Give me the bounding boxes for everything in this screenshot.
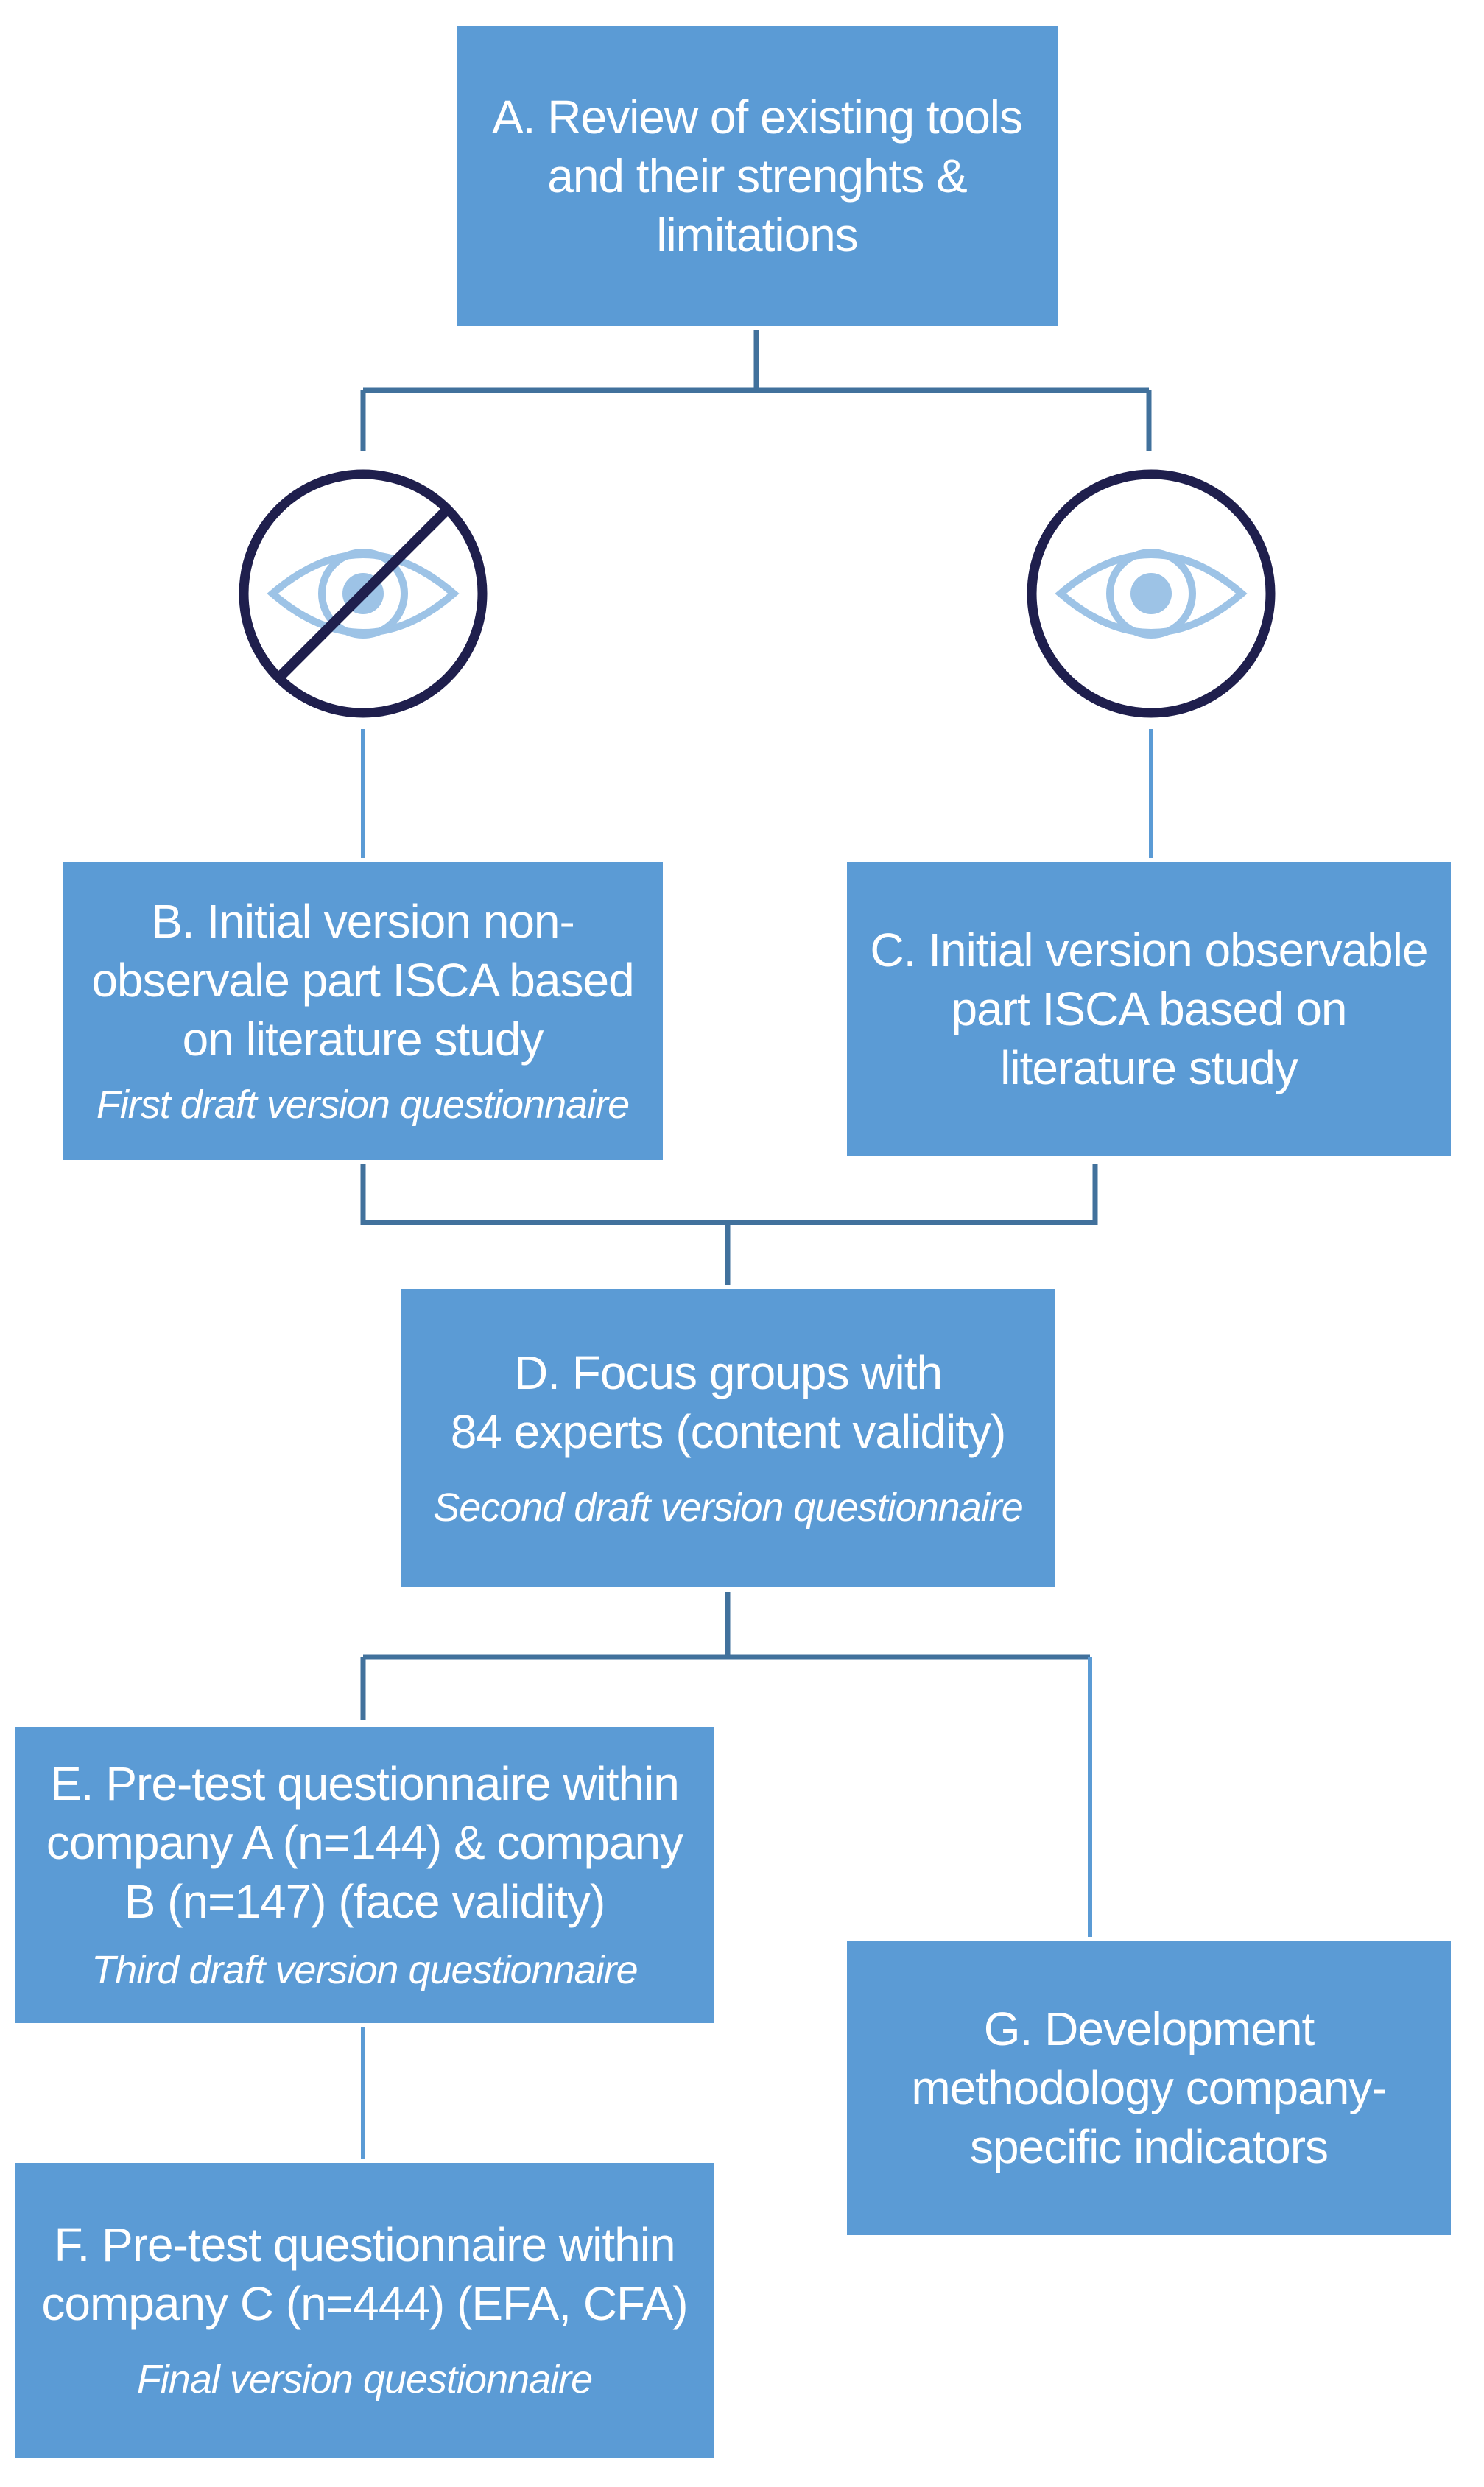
connector-bc-to-d bbox=[360, 1164, 1098, 1285]
box-d-focus-groups: D. Focus groups with 84 experts (content… bbox=[401, 1289, 1055, 1587]
box-c-observable: C. Initial version observable part ISCA … bbox=[847, 862, 1451, 1156]
box-b-text: B. Initial version non- observale part I… bbox=[91, 894, 634, 1066]
box-g-text: G. Development methodology company- spec… bbox=[911, 2002, 1387, 2173]
box-d-text: D. Focus groups with 84 experts (content… bbox=[450, 1345, 1007, 1458]
box-b-subtitle: First draft version questionnaire bbox=[96, 1082, 630, 1127]
box-g-development: G. Development methodology company- spec… bbox=[847, 1941, 1451, 2235]
box-e-pretest-ab: E. Pre-test questionnaire within company… bbox=[15, 1727, 714, 2023]
eye-crossed-out-icon bbox=[239, 469, 488, 718]
box-d-subtitle: Second draft version questionnaire bbox=[433, 1485, 1024, 1530]
box-f-subtitle: Final version questionnaire bbox=[136, 2357, 593, 2402]
connector-d-split bbox=[360, 1592, 1090, 1720]
box-a-text: A. Review of existing tools and their st… bbox=[492, 91, 1023, 261]
connector-a-split bbox=[360, 330, 1152, 451]
box-b-non-observable: B. Initial version non- observale part I… bbox=[63, 862, 663, 1160]
box-f-text: F. Pre-test questionnaire within company… bbox=[41, 2218, 688, 2330]
eye-icon bbox=[1027, 469, 1276, 718]
box-a-review: A. Review of existing tools and their st… bbox=[457, 26, 1058, 326]
box-e-text: E. Pre-test questionnaire within company… bbox=[46, 1757, 683, 1928]
box-e-subtitle: Third draft version questionnaire bbox=[91, 1948, 638, 1992]
box-c-text: C. Initial version observable part ISCA … bbox=[870, 924, 1428, 1094]
box-f-pretest-c: F. Pre-test questionnaire within company… bbox=[15, 2163, 714, 2458]
